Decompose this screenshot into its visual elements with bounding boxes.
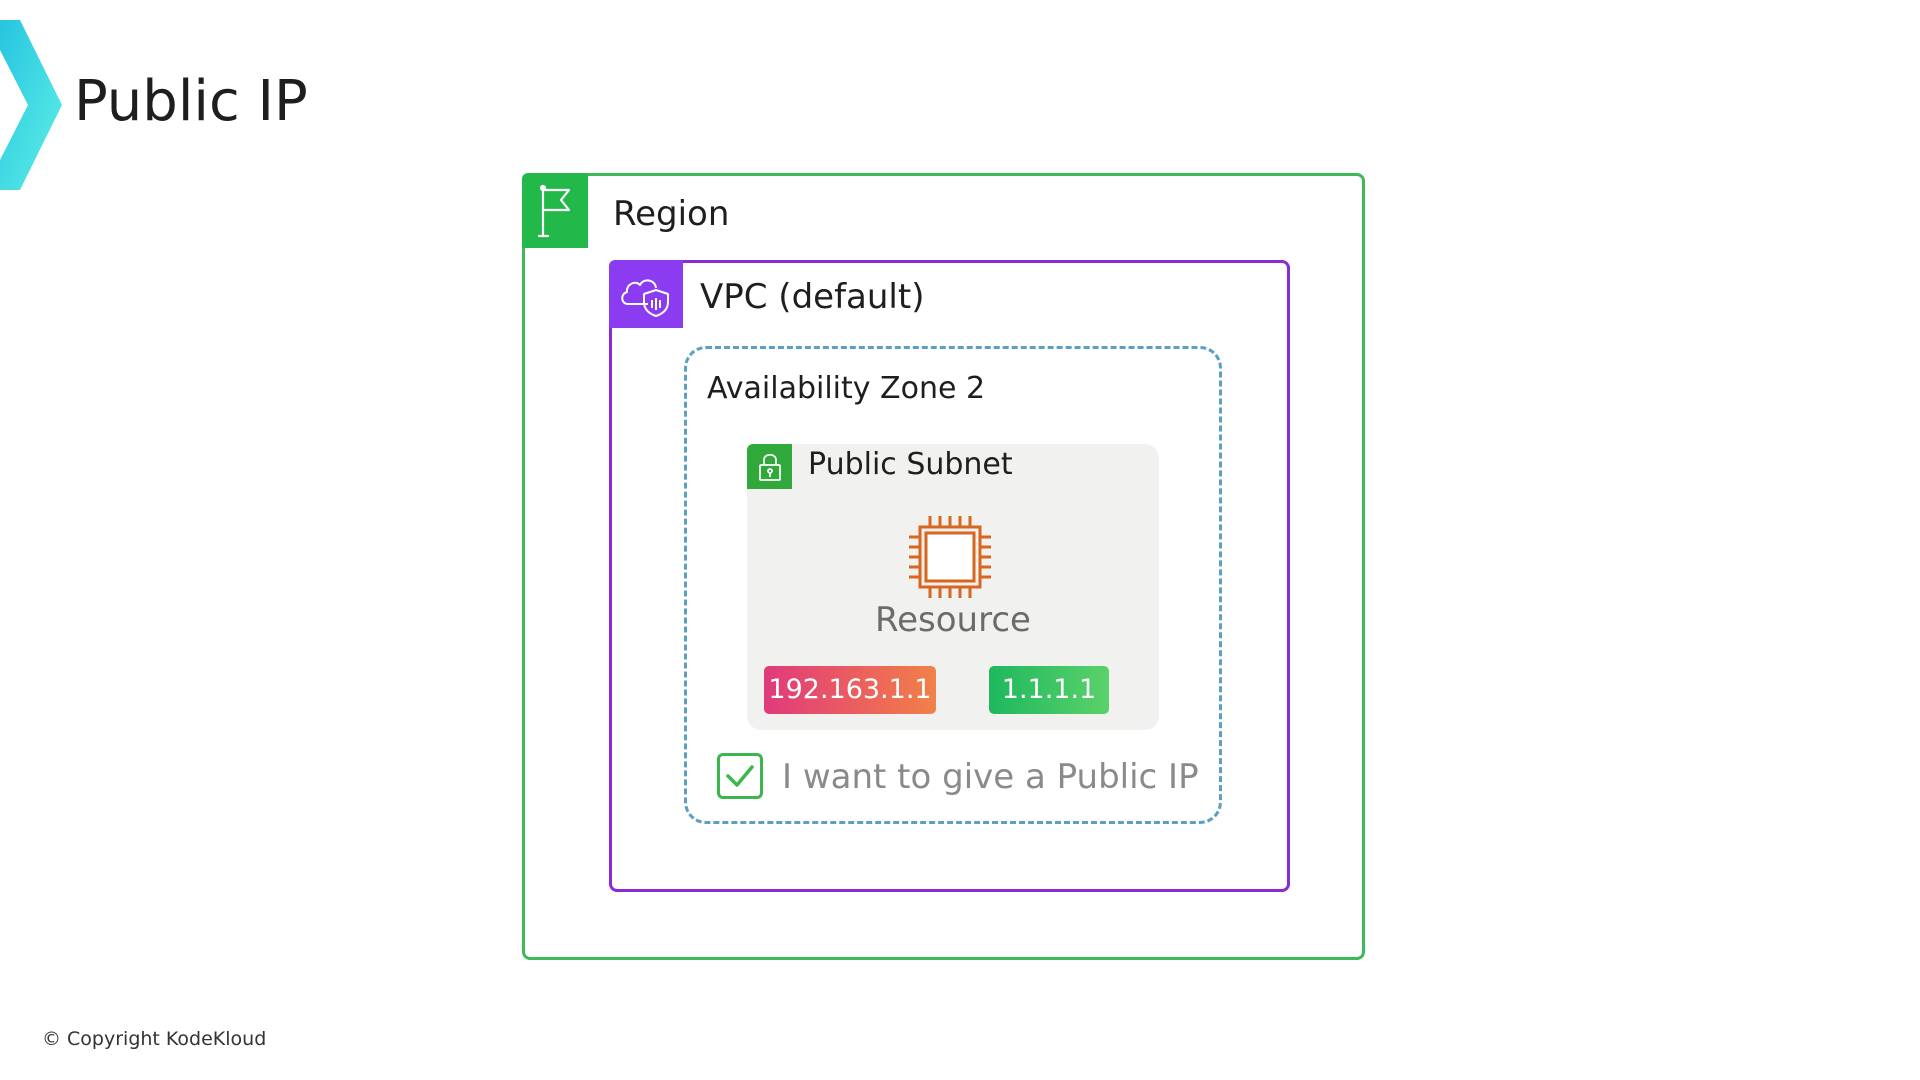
public-subnet-container: Public Subnet Resource 192.163.1.1 1.1.1…	[747, 444, 1159, 730]
public-ip-badge: 1.1.1.1	[989, 666, 1109, 714]
public-ip-checkbox-label: I want to give a Public IP	[782, 757, 1199, 797]
resource-label: Resource	[875, 600, 1031, 640]
cpu-chip-icon	[909, 516, 991, 598]
vpc-label: VPC (default)	[700, 277, 925, 317]
vpc-container: VPC (default)	[609, 260, 1290, 892]
public-subnet-label: Public Subnet	[808, 447, 1013, 482]
page-title: Public IP	[74, 69, 308, 134]
lock-icon	[747, 444, 792, 489]
private-ip-badge: 192.163.1.1	[764, 666, 936, 714]
flag-icon	[522, 173, 588, 248]
availability-zone-container: Availability Zone 2	[684, 346, 1222, 824]
cloud-shield-icon	[609, 260, 683, 328]
copyright-text: © Copyright KodeKloud	[42, 1028, 267, 1050]
public-ip-checkbox[interactable]	[717, 753, 763, 799]
checkmark-icon	[726, 765, 754, 787]
region-container: Region	[522, 173, 1365, 960]
availability-zone-label: Availability Zone 2	[707, 371, 986, 406]
brand-chevron-icon	[0, 20, 62, 190]
region-label: Region	[613, 194, 730, 234]
